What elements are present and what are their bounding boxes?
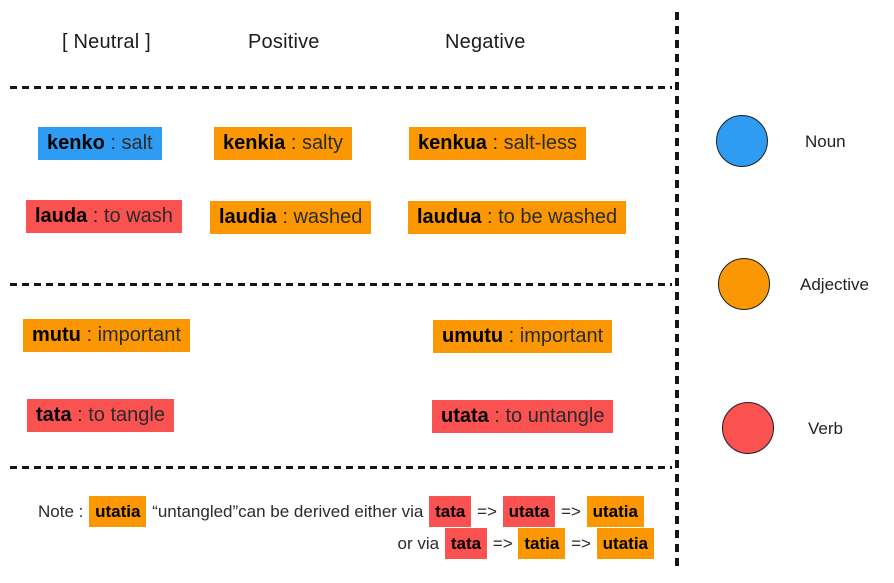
word: laudia <box>219 206 277 228</box>
word: tata <box>36 404 72 426</box>
note-line-2: or via tata => tatia => utatia <box>398 528 655 559</box>
separator: : <box>71 404 89 426</box>
note-chip-utatia: utatia <box>596 528 654 559</box>
separator: : <box>285 132 302 154</box>
definition: salt <box>121 132 153 154</box>
word: lauda <box>35 205 88 227</box>
separator: : <box>276 206 294 228</box>
horizontal-divider-2 <box>10 283 672 286</box>
word: mutu <box>32 324 81 346</box>
definition: to be washed <box>498 206 618 228</box>
legend-label-adjective: Adjective <box>800 275 869 294</box>
separator: : <box>80 324 98 346</box>
vocab-chip-mutu: mutu : important <box>23 319 190 352</box>
vocab-chip-kenkua: kenkua : salt-less <box>409 127 586 160</box>
word: kenkua <box>418 132 487 154</box>
definition: to untangle <box>505 405 605 427</box>
separator: : <box>486 132 504 154</box>
separator: : <box>104 132 122 154</box>
word: laudua <box>417 206 482 228</box>
note-text: => <box>472 502 502 521</box>
vocab-chip-lauda: lauda : to wash <box>26 200 182 233</box>
note-chip-utatia: utatia <box>586 496 644 527</box>
note-text: => <box>566 534 596 553</box>
noun-circle-icon <box>716 115 768 167</box>
vertical-divider <box>675 12 679 566</box>
separator: : <box>87 205 104 227</box>
separator: : <box>488 405 506 427</box>
word: utata <box>441 405 489 427</box>
legend-label-verb: Verb <box>808 419 843 438</box>
vocab-chip-tata: tata : to tangle <box>27 399 174 432</box>
note-text: Note : <box>38 502 89 521</box>
column-header-positive: Positive <box>248 31 320 53</box>
note-chip-tata: tata <box>444 528 488 559</box>
adjective-circle-icon <box>718 258 770 310</box>
definition: salt-less <box>503 132 577 154</box>
vocab-chip-laudia: laudia : washed <box>210 201 372 234</box>
separator: : <box>481 206 499 228</box>
definition: washed <box>293 206 363 228</box>
verb-circle-icon <box>722 402 774 454</box>
note-chip-tatia: tatia <box>518 528 566 559</box>
note-chip-utata: utata <box>502 496 556 527</box>
definition: important <box>97 324 181 346</box>
word: kenkia <box>223 132 286 154</box>
note-text: => <box>488 534 518 553</box>
vocab-chip-umutu: umutu : important <box>433 320 613 353</box>
word: umutu <box>442 325 504 347</box>
word: kenko <box>47 132 105 154</box>
definition: salty <box>301 132 344 154</box>
note-line-1: Note : utatia “untangled”can be derived … <box>38 496 645 527</box>
definition: important <box>519 325 604 347</box>
legend-label-noun: Noun <box>805 132 846 151</box>
note-chip-utatia: utatia <box>89 496 147 527</box>
separator: : <box>503 325 520 347</box>
horizontal-divider-3 <box>10 466 672 469</box>
note-chip-tata: tata <box>429 496 472 527</box>
horizontal-divider-1 <box>10 86 672 89</box>
note-text: => <box>556 502 586 521</box>
column-header-neutral: [ Neutral ] <box>62 31 151 53</box>
vocab-chip-kenkia: kenkia : salty <box>214 127 353 160</box>
vocab-chip-kenko: kenko : salt <box>38 127 162 160</box>
note-text: or via <box>397 534 444 553</box>
definition: to tangle <box>88 404 165 426</box>
column-header-negative: Negative <box>445 31 526 53</box>
vocab-chip-utata: utata : to untangle <box>432 400 614 433</box>
vocab-chip-laudua: laudua : to be washed <box>408 201 627 234</box>
definition: to wash <box>103 205 173 227</box>
note-text: “untangled”can be derived either via <box>147 502 429 521</box>
